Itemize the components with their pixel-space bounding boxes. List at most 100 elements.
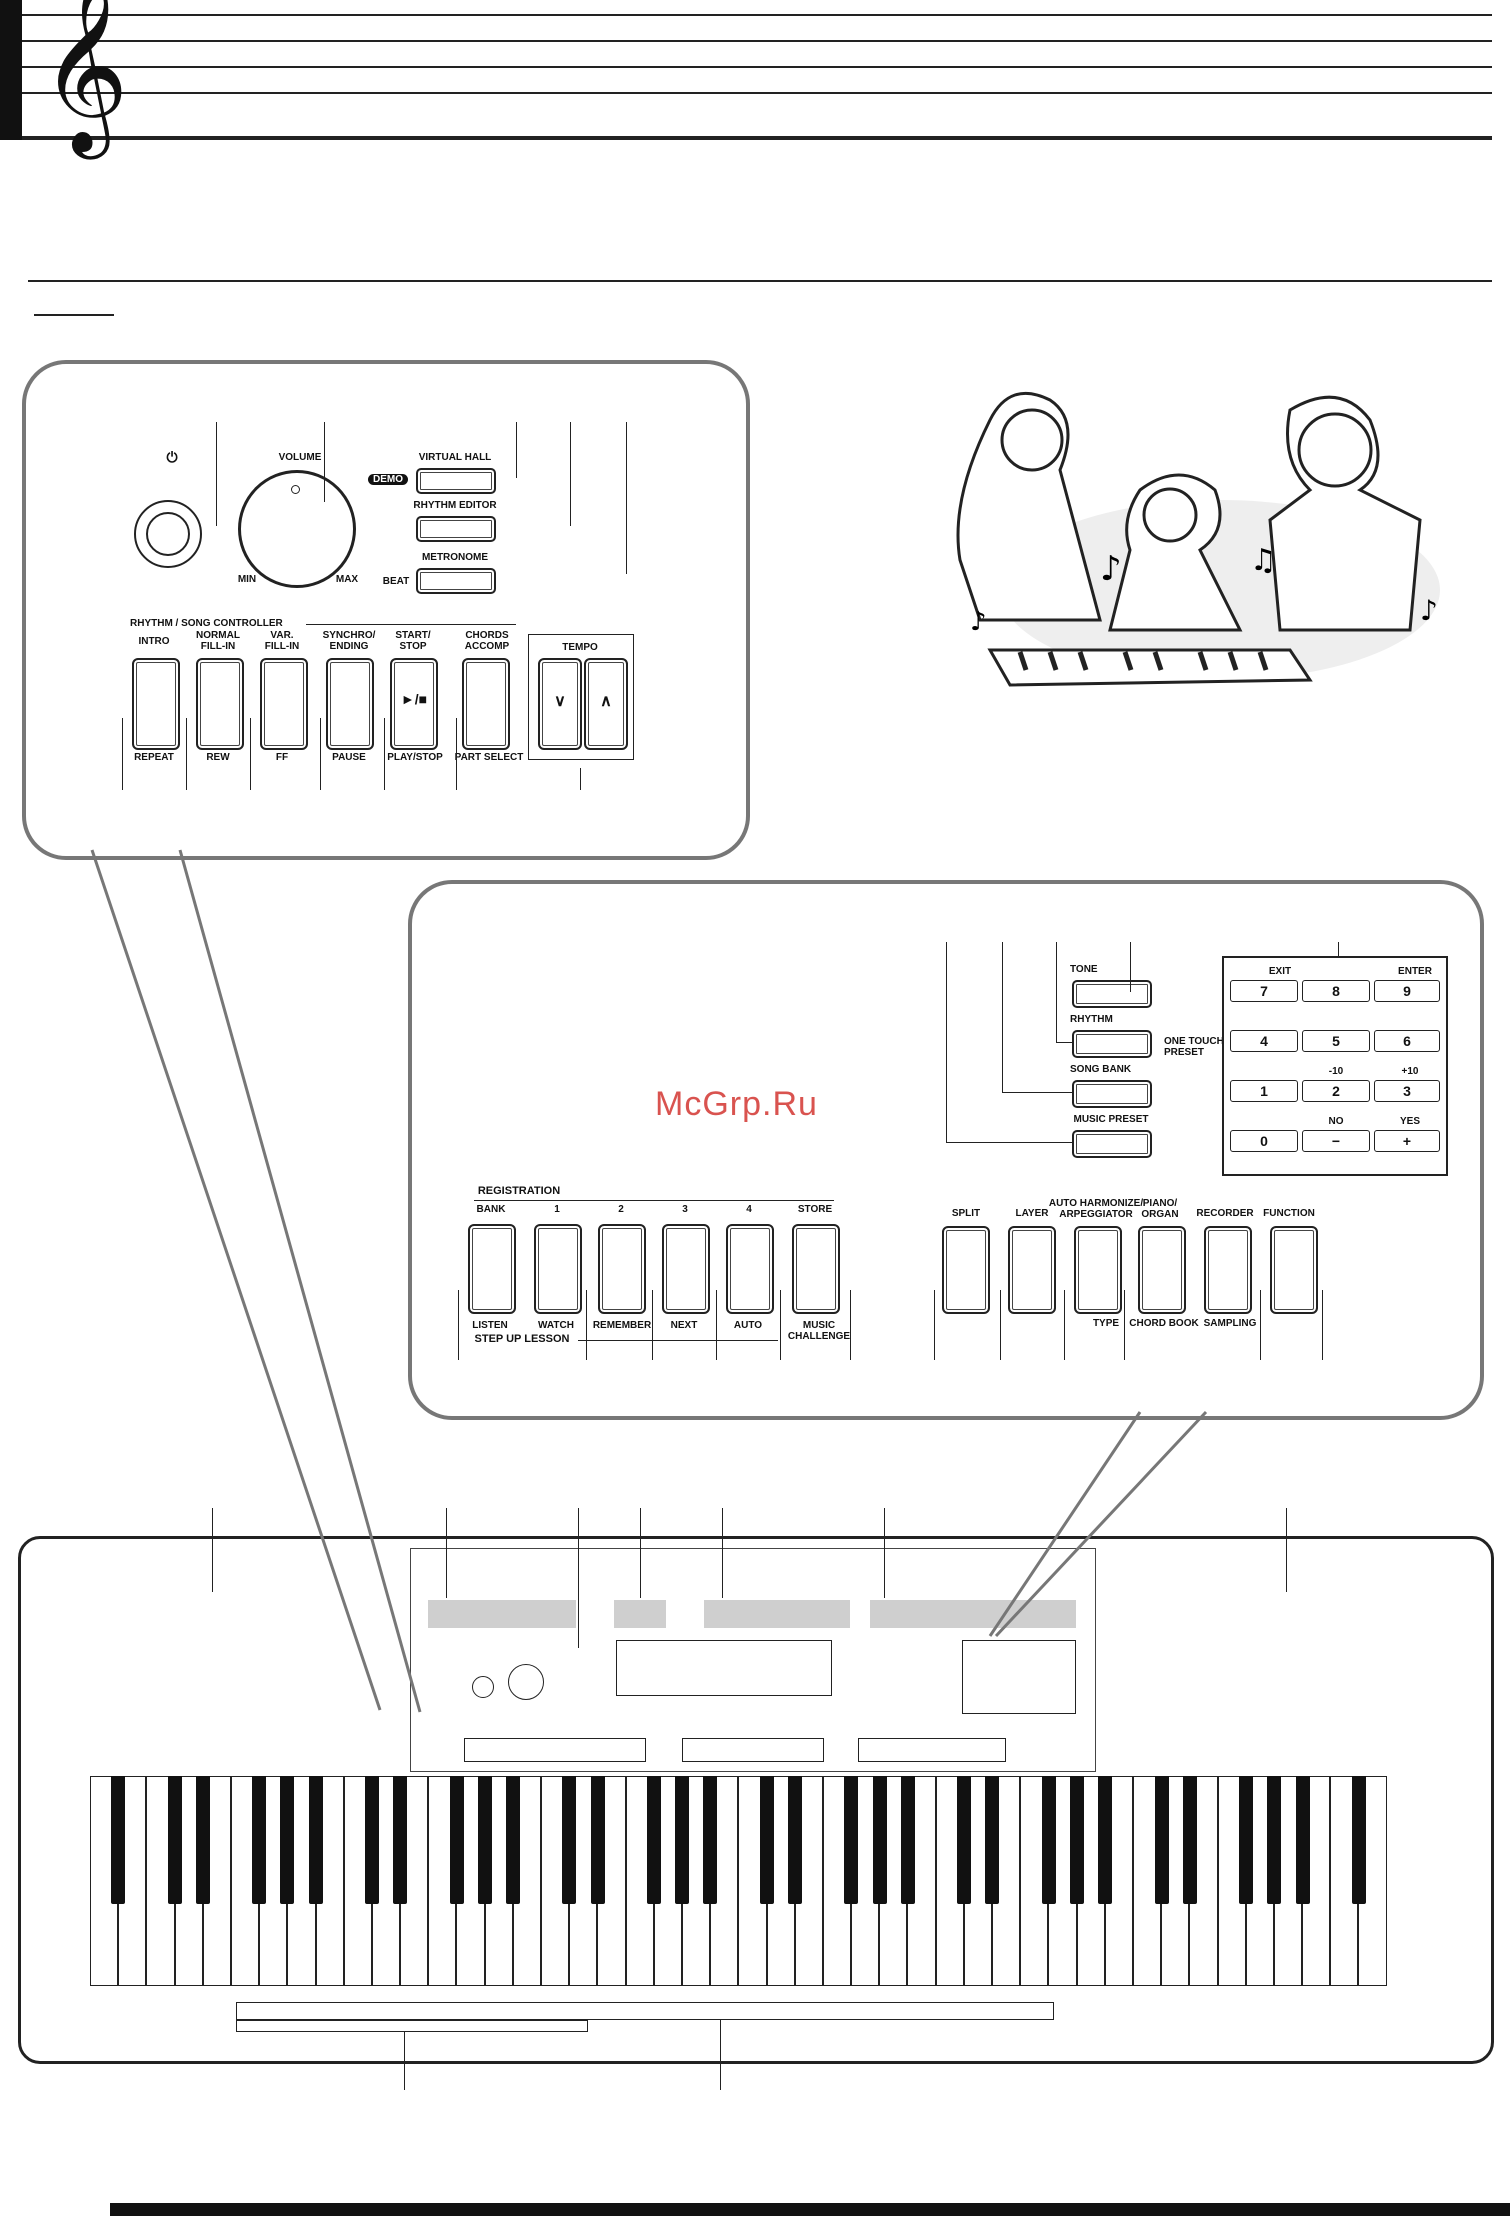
callout-line [570, 422, 571, 526]
next-label: NEXT [670, 1320, 698, 1331]
header-black-bar [0, 0, 22, 140]
tempo-down-button[interactable]: ∨ [538, 658, 582, 750]
reg-3-next-button[interactable] [662, 1224, 710, 1314]
bank-listen-button[interactable] [468, 1224, 516, 1314]
music-preset-button[interactable] [1072, 1130, 1152, 1158]
volume-max-label: MAX [335, 574, 359, 585]
callout-line [250, 718, 251, 790]
variation-fill-in-button[interactable] [260, 658, 308, 750]
reg-2-remember-button[interactable] [598, 1224, 646, 1314]
tempo-up-button[interactable]: ∧ [584, 658, 628, 750]
callout-line [384, 718, 385, 790]
ff-label: FF [275, 752, 289, 763]
black-key [1295, 1776, 1310, 1904]
function-button[interactable] [1270, 1226, 1318, 1314]
controller-title: RHYTHM / SONG CONTROLLER [130, 618, 283, 629]
keypad-key-minus[interactable]: − [1302, 1130, 1370, 1152]
intro-button[interactable] [132, 658, 180, 750]
lcd-display [616, 1640, 832, 1696]
keypad-hint-enter: ENTER [1398, 966, 1432, 977]
reg-1-watch-button[interactable] [534, 1224, 582, 1314]
callout-line [652, 1290, 653, 1360]
start-stop-button[interactable]: ►/■ [390, 658, 438, 750]
tone-button[interactable] [1072, 980, 1152, 1008]
part-select-label: PART SELECT [454, 752, 524, 763]
controller-title-line [306, 624, 516, 625]
keypad-key-5[interactable]: 5 [1302, 1030, 1370, 1052]
reg-1-label: 1 [554, 1204, 560, 1215]
kb-volume-knob [508, 1664, 544, 1700]
keypad-key-9[interactable]: 9 [1374, 980, 1440, 1002]
virtual-hall-label: VIRTUAL HALL [418, 452, 492, 463]
volume-knob[interactable] [238, 470, 356, 588]
callout-line [626, 422, 627, 574]
reg-4-auto-button[interactable] [726, 1224, 774, 1314]
callout-line [1338, 942, 1339, 956]
keypad-key-4[interactable]: 4 [1230, 1030, 1298, 1052]
song-bank-button[interactable] [1072, 1080, 1152, 1108]
keypad-key-6[interactable]: 6 [1374, 1030, 1440, 1052]
keypad-hint-exit: EXIT [1268, 966, 1292, 977]
accomp-button[interactable] [462, 658, 510, 750]
recorder-label: RECORDER [1196, 1208, 1254, 1219]
piano-organ-button[interactable] [1138, 1226, 1186, 1314]
recorder-button[interactable] [1204, 1226, 1252, 1314]
metronome-button[interactable] [416, 568, 496, 594]
keypad-key-3[interactable]: 3 [1374, 1080, 1440, 1102]
callout-line [320, 718, 321, 790]
black-key [195, 1776, 210, 1904]
black-key [1154, 1776, 1169, 1904]
keypad-key-2[interactable]: 2 [1302, 1080, 1370, 1102]
black-key [1182, 1776, 1197, 1904]
keypad-key-plus[interactable]: + [1374, 1130, 1440, 1152]
auto-harmonize-button[interactable] [1074, 1226, 1122, 1314]
keypad-key-8[interactable]: 8 [1302, 980, 1370, 1002]
remember-label: REMEMBER [592, 1320, 652, 1331]
black-key [957, 1776, 972, 1904]
staff-line [22, 66, 1492, 68]
keypad-key-1[interactable]: 1 [1230, 1080, 1298, 1102]
play-stop-icon: ►/■ [400, 691, 428, 707]
reg-4-label: 4 [746, 1204, 752, 1215]
black-key [985, 1776, 1000, 1904]
callout-line [404, 2032, 405, 2090]
section-rule [28, 280, 1492, 282]
black-key [449, 1776, 464, 1904]
power-button[interactable] [134, 500, 202, 568]
family-illustration: ♪ ♫ ♪ ♪ [956, 391, 1440, 687]
black-key [506, 1776, 520, 1904]
treble-clef-icon: 𝄞 [40, 0, 129, 152]
rhythm-strip [704, 1600, 850, 1628]
rhythm-editor-label: RHYTHM EDITOR [413, 500, 497, 511]
staff-line [22, 14, 1492, 16]
chords-accomp-label: CHORDS ACCOMP [464, 630, 510, 652]
repeat-label: REPEAT [134, 752, 174, 763]
callout-line [946, 942, 947, 1142]
black-key [562, 1776, 577, 1904]
reg-bank-label: BANK [476, 1204, 506, 1215]
rhythm-button[interactable] [1072, 1030, 1152, 1058]
callout-line [324, 422, 325, 502]
callout-line [934, 1290, 935, 1360]
black-key [111, 1776, 126, 1904]
callout-line [1286, 1508, 1287, 1592]
rhythm-label: RHYTHM [1070, 1014, 1113, 1025]
layer-button[interactable] [1008, 1226, 1056, 1314]
one-touch-preset-label: ONE TOUCH PRESET [1164, 1036, 1224, 1058]
keypad-key-0[interactable]: 0 [1230, 1130, 1298, 1152]
callout-line [122, 718, 123, 790]
callout-line [580, 768, 581, 790]
normal-fill-in-button[interactable] [196, 658, 244, 750]
rhythm-editor-button[interactable] [416, 516, 496, 542]
split-button[interactable] [942, 1226, 990, 1314]
black-key [703, 1776, 718, 1904]
callout-line [516, 422, 517, 478]
synchro-ending-button[interactable] [326, 658, 374, 750]
keypad-key-7[interactable]: 7 [1230, 980, 1298, 1002]
virtual-hall-button[interactable] [416, 468, 496, 494]
store-music-challenge-button[interactable] [792, 1224, 840, 1314]
watermark: McGrp.Ru [655, 1085, 818, 1123]
callout-line [884, 1508, 885, 1598]
black-key [477, 1776, 492, 1904]
intro-label: INTRO [138, 636, 170, 647]
